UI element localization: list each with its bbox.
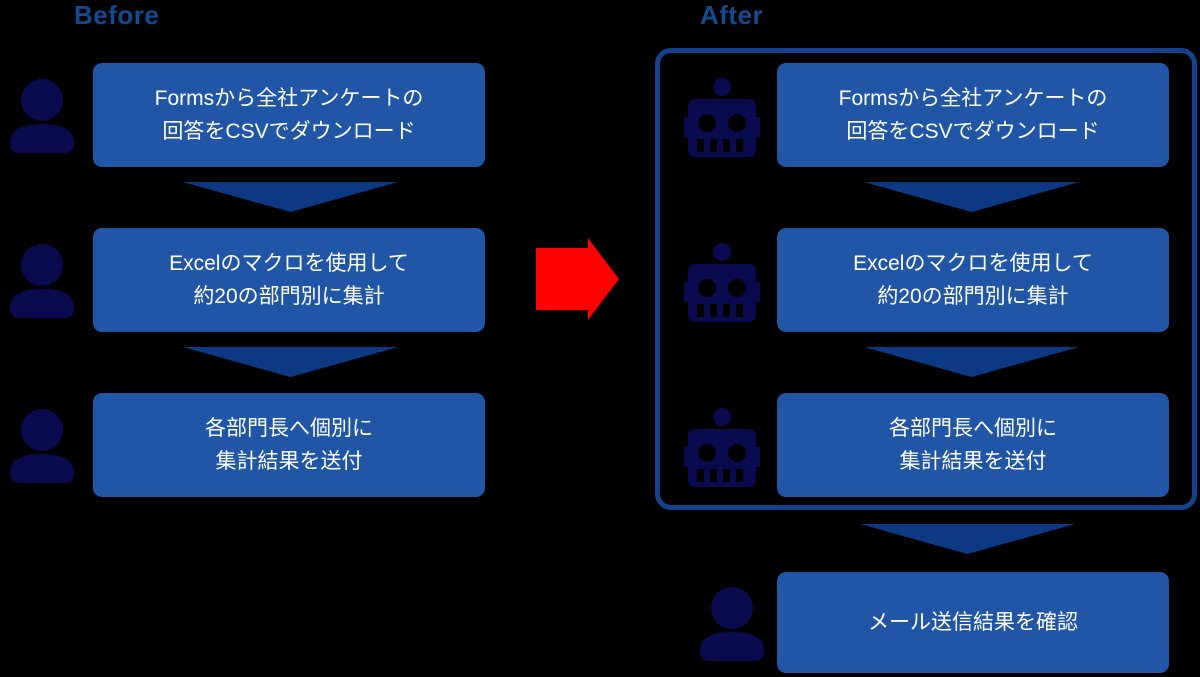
before-step-1-box: Formsから全社アンケートの 回答をCSVでダウンロード [93,63,485,167]
step-text-line: 回答をCSVでダウンロード [846,120,1100,143]
step-text-line: 約20の部門別に集計 [193,285,385,308]
before-to-after-arrow-icon [536,238,619,320]
person-icon [10,79,74,153]
person-icon [10,409,74,483]
step-text-line: 各部門長へ個別に [205,417,373,440]
before-step-3-box: 各部門長へ個別に 集計結果を送付 [93,393,485,497]
flow-down-arrow-icon [864,182,1079,212]
step-text-line: Formsから全社アンケートの [154,87,424,110]
person-icon [700,587,764,661]
automation-scope-container [655,48,1197,510]
step-text-line: Formsから全社アンケートの [838,87,1108,110]
flow-down-arrow-icon [183,347,398,377]
flow-down-arrow-icon [864,347,1079,377]
step-text-line: 集計結果を送付 [215,450,363,473]
flow-down-arrow-icon [860,524,1075,554]
after-final-step-box: メール送信結果を確認 [777,572,1169,673]
step-text-line: メール送信結果を確認 [868,611,1078,634]
after-heading: After [700,0,764,30]
step-text-line: 各部門長へ個別に [889,417,1057,440]
step-text-line: Excelのマクロを使用して [169,252,409,275]
before-heading: Before [74,0,160,30]
after-step-2-box: Excelのマクロを使用して 約20の部門別に集計 [777,228,1169,332]
step-text-line: 集計結果を送付 [899,450,1047,473]
robot-icon [684,243,760,322]
robot-icon [684,408,760,487]
after-step-3-box: 各部門長へ個別に 集計結果を送付 [777,393,1169,497]
flow-down-arrow-icon [183,182,398,212]
step-text-line: Excelのマクロを使用して [853,252,1093,275]
robot-icon [684,78,760,157]
step-text-line: 約20の部門別に集計 [877,285,1069,308]
after-step-1-box: Formsから全社アンケートの 回答をCSVでダウンロード [777,63,1169,167]
person-icon [10,244,74,318]
step-text-line: 回答をCSVでダウンロード [162,120,416,143]
before-step-2-box: Excelのマクロを使用して 約20の部門別に集計 [93,228,485,332]
